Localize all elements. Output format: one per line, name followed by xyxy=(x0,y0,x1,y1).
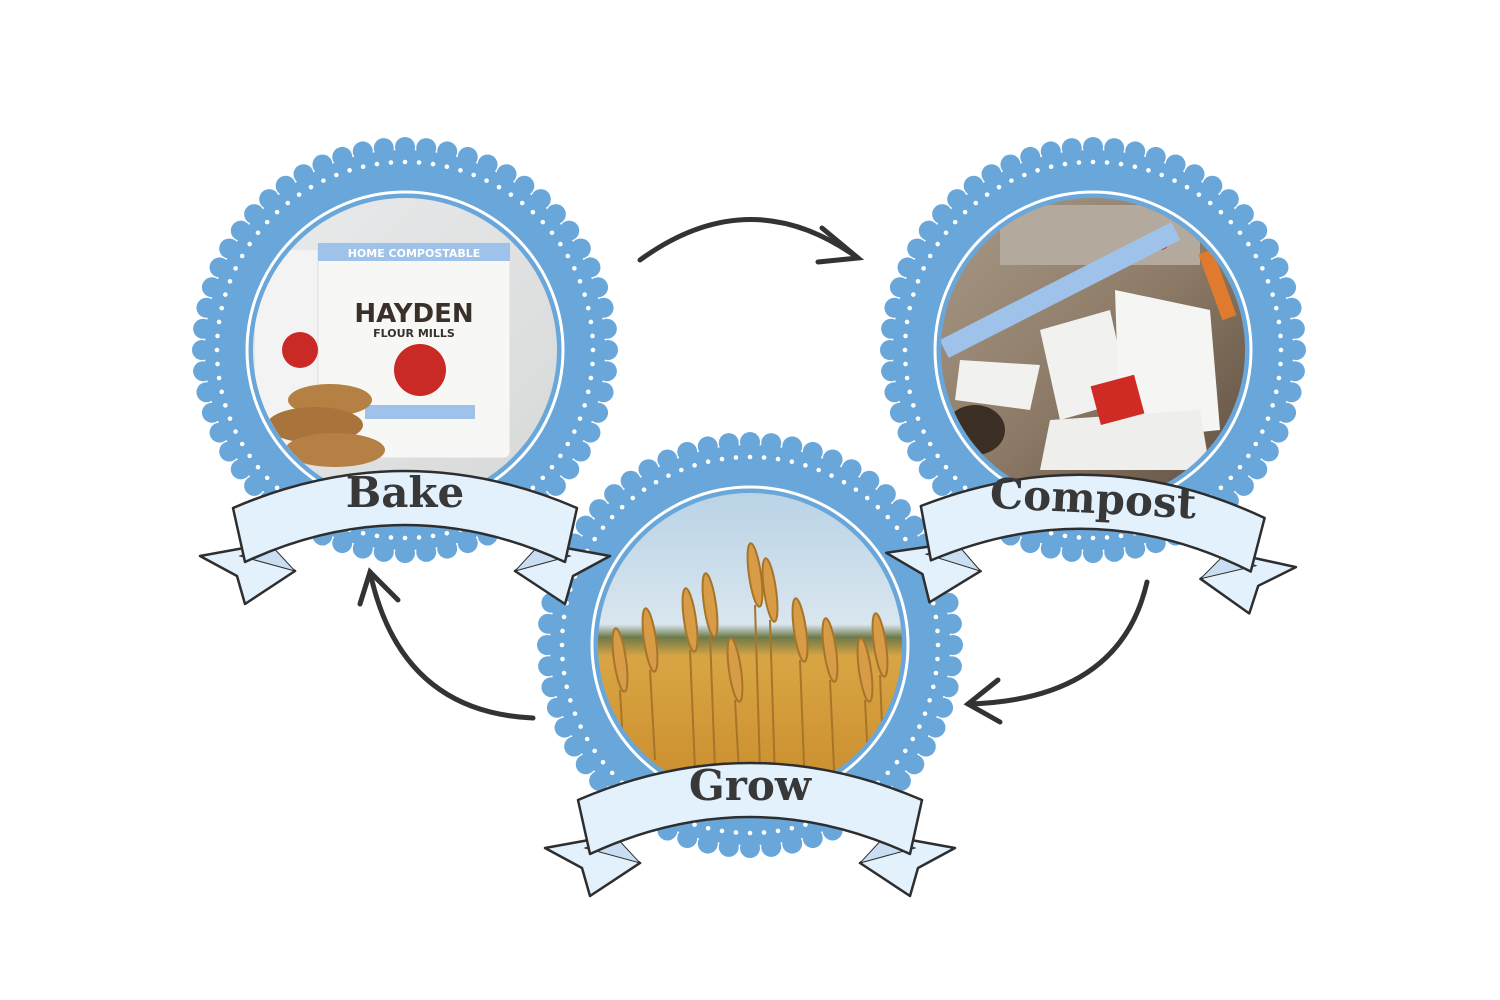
compost-photo xyxy=(941,198,1245,502)
flour-bag-photo: HOME COMPOSTABLE HAYDEN FLOUR MILLS xyxy=(253,198,557,502)
compost-ribbon xyxy=(884,473,1298,615)
bag-sub-text: FLOUR MILLS xyxy=(373,327,455,340)
bag-brand-text: HAYDEN xyxy=(354,299,473,329)
arrow-bake-to-compost xyxy=(637,217,865,265)
stage-label-grow: Grow xyxy=(689,761,812,810)
arrow-compost-to-grow xyxy=(963,579,1150,725)
grow-ribbon xyxy=(543,761,957,898)
stage-label-bake: Bake xyxy=(346,468,465,517)
arrow-grow-to-bake xyxy=(357,567,536,721)
bag-banner-text: HOME COMPOSTABLE xyxy=(348,247,481,260)
bake-ribbon xyxy=(198,469,612,606)
wheat-field-photo xyxy=(598,493,902,797)
stage-label-compost: Compost xyxy=(989,469,1198,529)
